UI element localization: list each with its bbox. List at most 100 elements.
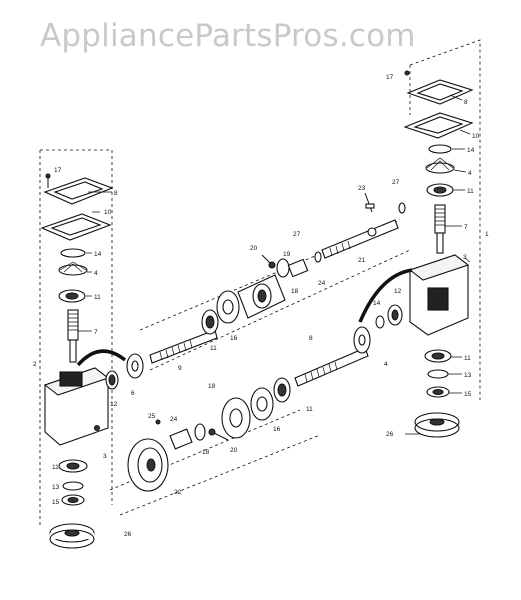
right-bearing-lower: [424, 349, 452, 363]
right-seal-15: [426, 386, 450, 398]
callout: 4: [468, 170, 472, 177]
callout: 15: [52, 499, 60, 506]
right-bearing-11: [426, 183, 454, 197]
left-bevel-gear: [58, 261, 88, 276]
callout: 27: [392, 179, 400, 186]
callout: 26: [124, 531, 132, 538]
callout: 11: [210, 345, 217, 352]
callout: 1: [485, 231, 489, 238]
callout: 25: [148, 413, 156, 420]
callout: 20: [230, 447, 238, 454]
callout: 17: [54, 167, 62, 174]
right-assembly-frame: [409, 39, 481, 400]
left-cover-plate: [43, 173, 114, 205]
callout: 14: [373, 300, 381, 307]
callout: 8: [114, 190, 118, 197]
callout: 13: [464, 372, 472, 379]
upper-ring-27: [314, 251, 322, 263]
callout: 3: [103, 453, 107, 460]
right-base-flange-26: [414, 412, 460, 438]
upper-ring-27b: [398, 202, 406, 214]
left-cable: [76, 349, 127, 367]
callout: 11: [306, 406, 313, 413]
callout: 13: [52, 484, 60, 491]
upper-sleeve-24: [287, 258, 309, 278]
left-base-flange-26: [49, 523, 95, 549]
upper-bolt-20: [261, 254, 276, 269]
callout: 16: [230, 335, 238, 342]
left-flange-6: [126, 353, 144, 379]
left-vertical-shaft: [67, 309, 79, 363]
callout: 11: [94, 294, 101, 301]
lower-flange-4: [353, 326, 371, 354]
callout: 18: [208, 383, 216, 390]
upper-flange-16: [216, 290, 240, 324]
right-cable: [358, 268, 413, 323]
callout: 10: [104, 209, 112, 216]
left-ring-13: [62, 481, 84, 491]
callout: 12: [110, 401, 118, 408]
left-washer-14: [60, 248, 86, 258]
callout: 12: [394, 288, 402, 295]
callout: 17: [386, 74, 394, 81]
callout: 7: [464, 224, 468, 231]
callout: 10: [472, 133, 480, 140]
callout: 18: [291, 288, 299, 295]
callout: 18: [202, 449, 210, 456]
callout: 19: [283, 251, 291, 258]
right-ring-14: [375, 315, 385, 329]
lower-pulley-22: [127, 438, 169, 492]
callout: 9: [178, 365, 182, 372]
left-bearing-lower: [58, 459, 88, 473]
upper-key-23: [364, 192, 375, 213]
callout: 27: [293, 231, 301, 238]
callout: 24: [318, 280, 326, 287]
callout: 4: [94, 270, 98, 277]
left-seal-12: [105, 370, 119, 390]
callout: 26: [386, 431, 394, 438]
lower-bearing-housing-18: [221, 397, 251, 439]
callout: 16: [273, 426, 281, 433]
callout: 8: [309, 335, 313, 342]
lower-bolt-20: [208, 428, 229, 441]
callout: 6: [131, 390, 135, 397]
callout: 15: [464, 391, 472, 398]
lower-shaft-frame: [109, 409, 321, 516]
callout: 20: [250, 245, 258, 252]
callout: 21: [358, 257, 366, 264]
callout: 11: [464, 355, 471, 362]
lower-flange-16: [250, 387, 274, 421]
callout: 22: [174, 489, 182, 496]
upper-bearing-housing-18: [237, 274, 286, 319]
right-gasket: [403, 112, 474, 139]
right-bevel-gear: [425, 157, 455, 174]
callout: 11: [52, 464, 59, 471]
callout: 3: [463, 254, 467, 261]
callout: 7: [94, 329, 98, 336]
callout: 11: [467, 188, 474, 195]
lower-long-shaft: [294, 347, 369, 387]
left-seal-15: [61, 494, 85, 506]
lower-bearing-18: [194, 423, 206, 441]
upper-drive-shaft-21: [321, 219, 399, 259]
right-gear-housing: [408, 254, 470, 336]
left-bearing-11: [58, 289, 86, 303]
callout: 2: [33, 361, 37, 368]
callout: 14: [94, 251, 102, 258]
left-gear-housing: [43, 367, 110, 446]
upper-long-shaft: [149, 329, 218, 364]
right-washer-14: [428, 144, 452, 154]
upper-bearing-11: [201, 309, 219, 335]
callout: 14: [467, 147, 475, 154]
lower-pin-25: [155, 419, 161, 425]
lower-sleeve-24: [169, 428, 193, 450]
left-gasket: [40, 213, 112, 241]
right-vertical-shaft: [434, 204, 446, 254]
right-bearing-12: [387, 304, 403, 326]
lower-bearing-11: [273, 377, 291, 403]
callout: 8: [464, 99, 468, 106]
callout: 23: [358, 185, 366, 192]
